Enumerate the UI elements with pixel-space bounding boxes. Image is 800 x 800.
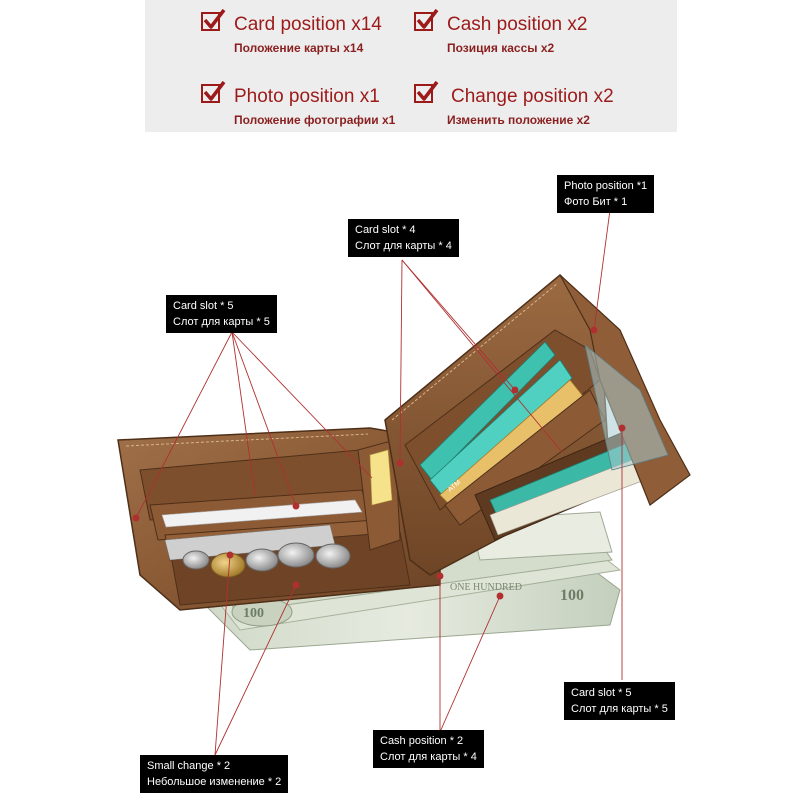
feature-title: Cash position x2	[447, 14, 588, 35]
callout-cash-position: Cash position * 2 Слот для карты * 4	[373, 730, 484, 768]
svg-text:100: 100	[243, 606, 264, 621]
callout-line: Слот для карты * 4	[355, 240, 452, 252]
feature-title: Change position x2	[451, 86, 614, 107]
feature-subtitle: Положение фотографии x1	[234, 113, 396, 127]
callout-line: Cash position * 2	[380, 735, 464, 747]
feature-title: Photo position x1	[234, 86, 380, 107]
feature-panel: Card position x14 Положение карты x14 Ca…	[145, 0, 677, 132]
callout-line: Card slot * 5	[571, 687, 632, 699]
feature-subtitle: Положение карты x14	[234, 41, 364, 55]
feature-title: Card position x14	[234, 14, 382, 35]
coins	[182, 542, 351, 578]
callout-line: Слот для карты * 5	[571, 703, 668, 715]
callout-line: Small change * 2	[147, 760, 231, 772]
wallet-left-panel	[117, 427, 441, 611]
callout-photo-position: Photo position *1 Фото Бит * 1	[557, 175, 655, 213]
callout-line: Слот для карты * 5	[173, 316, 270, 328]
callout-line: Фото Бит * 1	[564, 196, 628, 208]
callout-line: Card slot * 4	[355, 224, 416, 236]
checkbox-check-icon	[201, 8, 226, 31]
callout-card-slot-right: Card slot * 5 Слот для карты * 5	[564, 682, 675, 720]
checkbox-check-icon	[414, 8, 439, 31]
callout-line: Слот для карты * 4	[380, 751, 477, 763]
callout-line: Photo position *1	[564, 180, 648, 192]
checkbox-check-icon	[201, 80, 226, 103]
callout-line: Небольшое изменение * 2	[147, 776, 282, 788]
callout-small-change: Small change * 2 Небольшое изменение * 2	[140, 755, 289, 793]
svg-text:ONE HUNDRED: ONE HUNDRED	[450, 582, 522, 593]
svg-text:100: 100	[560, 587, 584, 604]
checkbox-check-icon	[414, 80, 439, 103]
feature-subtitle: Изменить положение x2	[447, 113, 590, 127]
callout-card-slot-top: Card slot * 4 Слот для карты * 4	[348, 219, 459, 257]
feature-subtitle: Позиция кассы x2	[447, 41, 555, 55]
leader-lines	[132, 209, 626, 756]
callout-line: Card slot * 5	[173, 300, 234, 312]
callout-card-slot-left: Card slot * 5 Слот для карты * 5	[166, 295, 277, 333]
